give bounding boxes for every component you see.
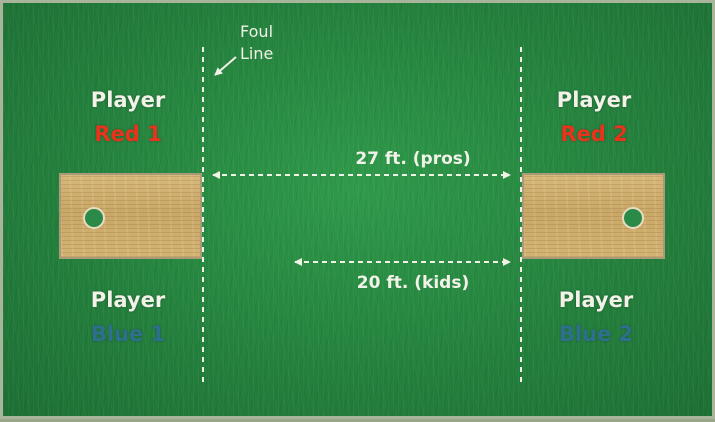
player-blue-2-team: Blue 2 [558, 322, 634, 346]
foul-line-label-line1: Foul [240, 22, 274, 41]
foul-line-label: Foul Line [240, 21, 273, 65]
cornhole-board-right [522, 173, 665, 259]
player-red-2-word: Player [556, 88, 632, 112]
player-blue-1-word: Player [90, 288, 166, 312]
player-blue-2-word: Player [558, 288, 634, 312]
player-red-2-team: Red 2 [560, 122, 628, 146]
player-blue-1-team: Blue 1 [90, 322, 166, 346]
kids-distance-label: 20 ft. (kids) [356, 273, 470, 293]
board-hole-right [622, 207, 644, 229]
player-red-1-team: Red 1 [94, 122, 162, 146]
foul-line-label-line2: Line [240, 44, 274, 63]
pros-distance-label: 27 ft. (pros) [355, 149, 471, 169]
foul-line-pointer-arrow [214, 56, 237, 76]
court-lines [202, 47, 522, 383]
player-red-1-word: Player [90, 88, 166, 112]
board-hole-left [83, 207, 105, 229]
cornhole-board-left [59, 173, 202, 259]
